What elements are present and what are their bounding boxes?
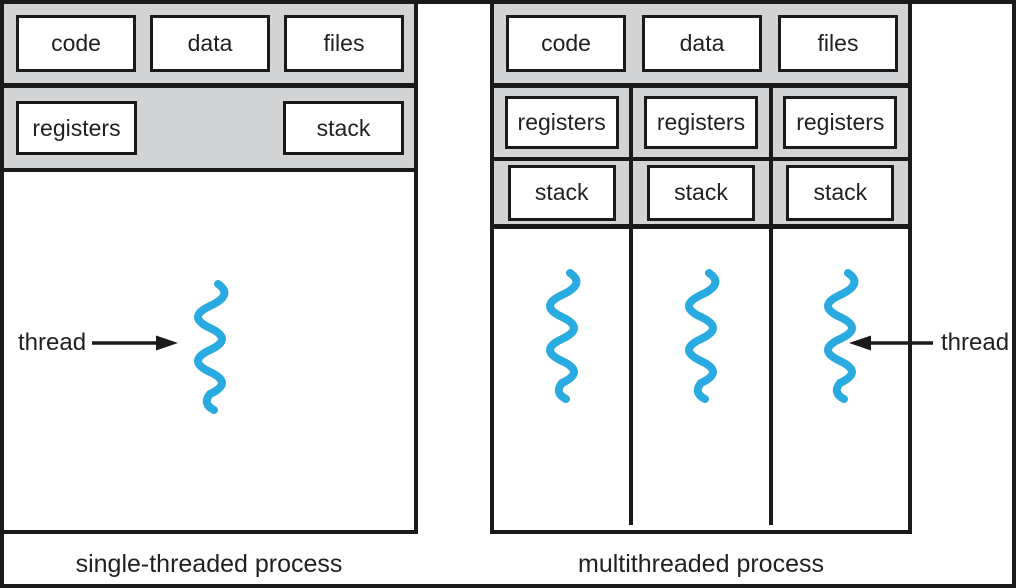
right-thread-callout: thread (849, 328, 1009, 358)
thread-area-3 (772, 229, 908, 525)
code-label: code (541, 30, 591, 56)
stack-box: stack (507, 164, 616, 221)
stack-label: stack (316, 114, 371, 141)
thread-area-1 (494, 229, 630, 525)
thread-squiggle-icon (824, 269, 859, 403)
code-box: code (16, 15, 136, 72)
code-box: code (506, 15, 626, 72)
resources-band: code data files (494, 4, 908, 88)
left-arrow-icon (849, 335, 933, 351)
registers-box: registers (643, 96, 758, 149)
data-box: data (642, 15, 762, 72)
files-box: files (778, 15, 898, 72)
registers-cell: registers (772, 88, 908, 161)
files-label: files (817, 30, 859, 56)
files-label: files (323, 30, 365, 56)
multithreaded-process-panel: code data files registers stack (490, 4, 912, 534)
registers-label: registers (517, 109, 606, 135)
registers-label: registers (656, 109, 746, 135)
thread-squiggle-icon (685, 269, 720, 403)
thread-column-2: registers stack (629, 88, 769, 525)
data-label: data (187, 30, 233, 56)
resources-band: code data files (4, 4, 414, 88)
right-thread-label: thread (941, 329, 1010, 356)
stack-label: stack (674, 179, 728, 205)
stack-box: stack (786, 164, 895, 221)
stack-cell: stack (494, 161, 630, 229)
single-threaded-process-panel: code data files registers stack (4, 4, 418, 534)
thread-area-2 (633, 229, 769, 525)
data-box: data (150, 15, 270, 72)
registers-stack-band: registers stack (4, 88, 414, 172)
registers-label: registers (796, 109, 885, 135)
stack-box: stack (646, 164, 755, 221)
registers-box: registers (16, 101, 137, 155)
single-thread-area (4, 172, 414, 525)
stack-cell: stack (772, 161, 908, 229)
registers-cell: registers (494, 88, 630, 161)
left-thread-label: thread (18, 329, 87, 356)
data-label: data (679, 30, 725, 56)
code-label: code (51, 30, 101, 56)
thread-squiggle-icon (194, 280, 229, 414)
registers-box: registers (504, 96, 619, 149)
thread-column-1: registers stack (494, 88, 630, 525)
registers-box: registers (783, 96, 898, 149)
left-thread-callout: thread (18, 328, 179, 358)
registers-cell: registers (633, 88, 769, 161)
stack-box: stack (283, 101, 404, 155)
multithreaded-caption: multithreaded process (578, 550, 824, 578)
single-threaded-caption: single-threaded process (75, 550, 343, 578)
stack-label: stack (813, 179, 868, 205)
registers-label: registers (32, 114, 121, 141)
right-arrow-icon (92, 335, 179, 351)
thread-squiggle-icon (545, 269, 580, 403)
files-box: files (284, 15, 404, 72)
thread-columns: registers stack registers (494, 88, 908, 525)
stack-cell: stack (633, 161, 769, 229)
thread-column-3: registers stack (768, 88, 908, 525)
stack-label: stack (534, 179, 589, 205)
